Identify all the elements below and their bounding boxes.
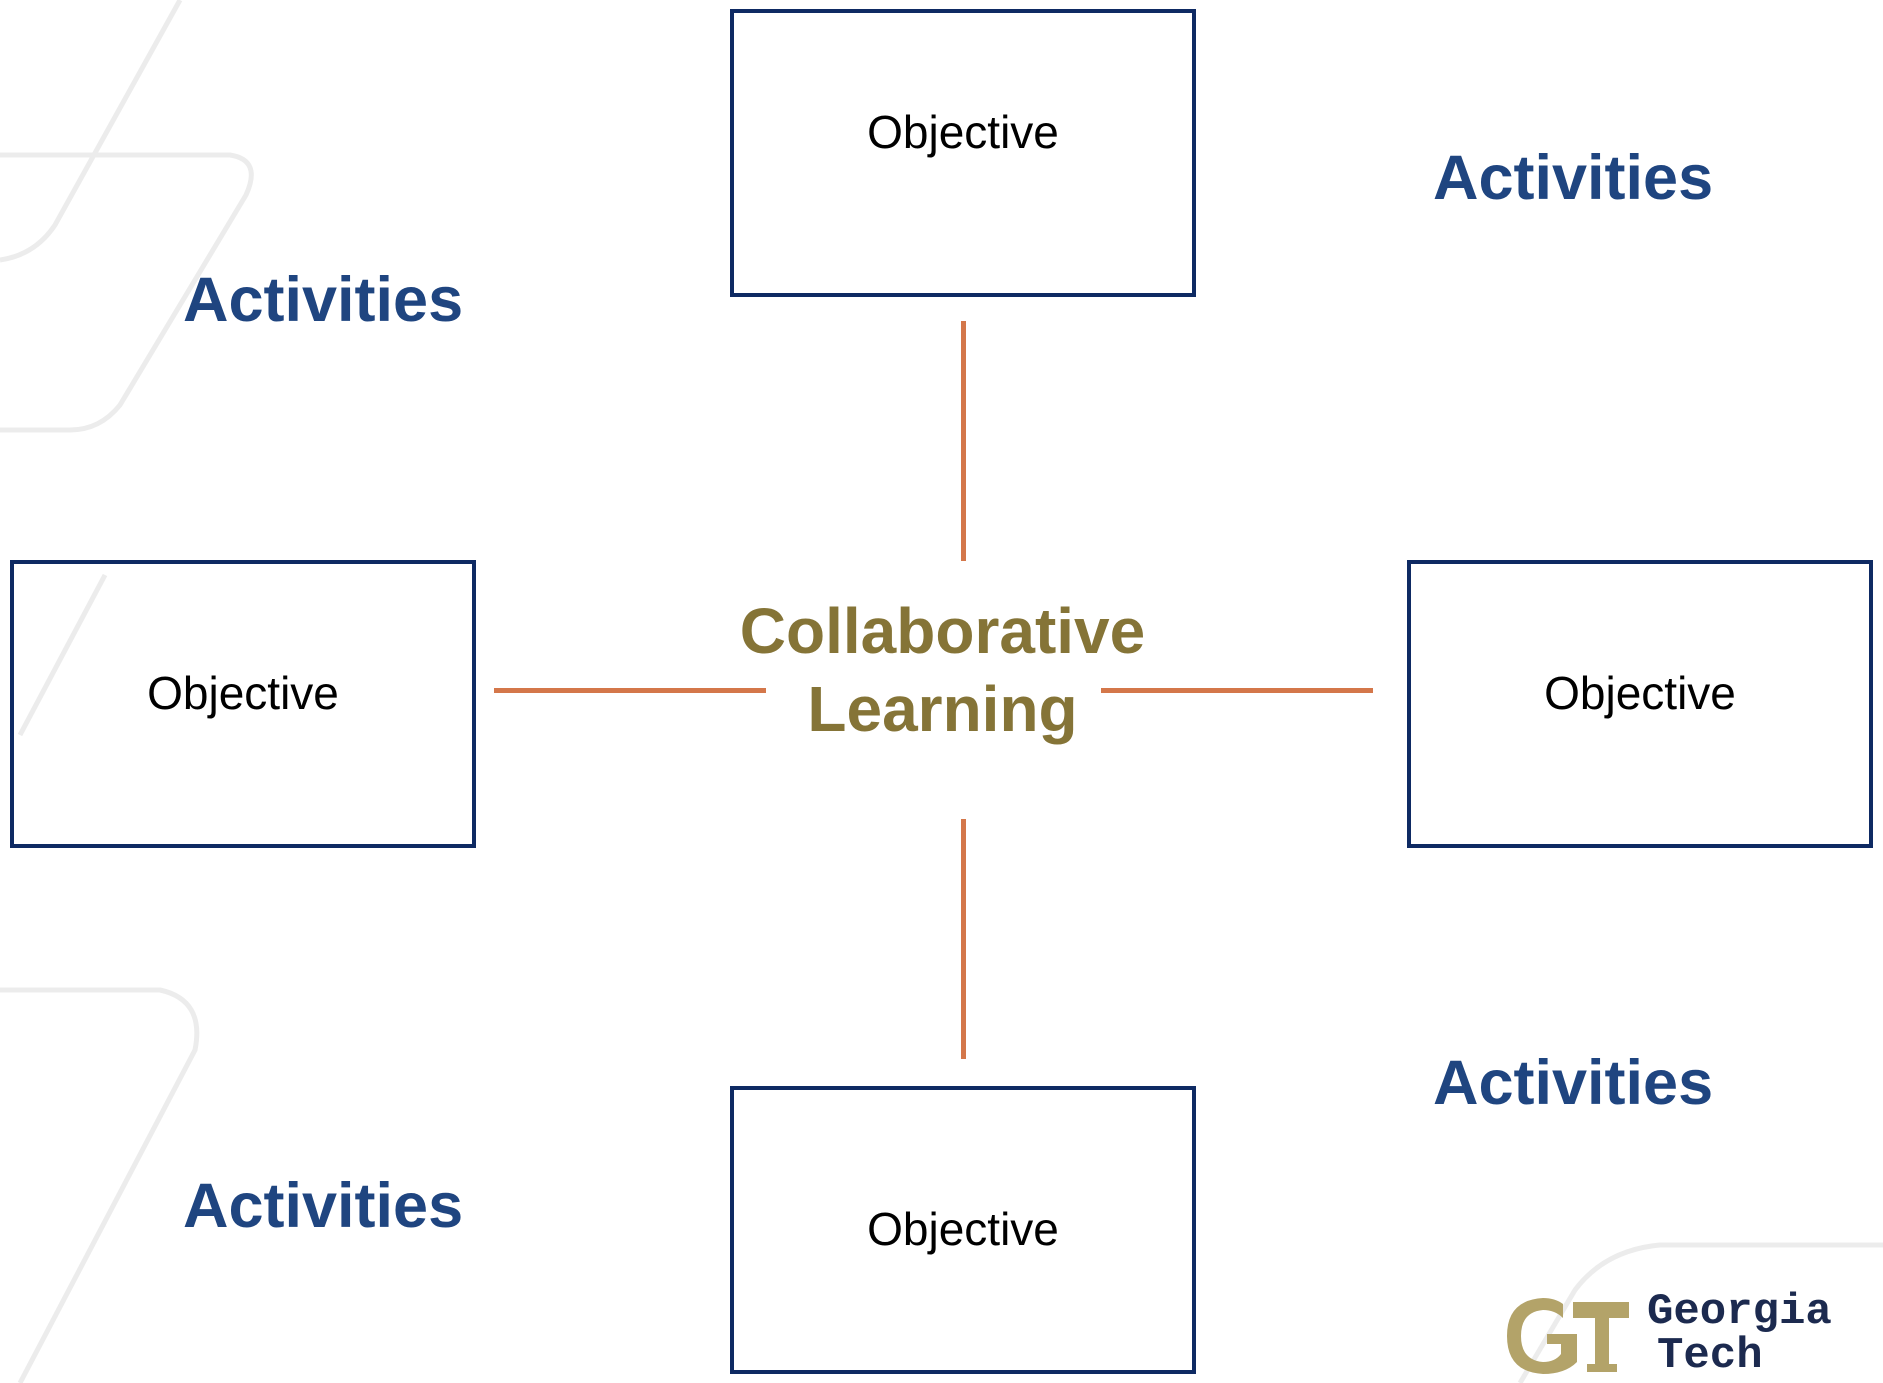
objective-box-left: Objective bbox=[10, 560, 476, 848]
bg-stroke bbox=[0, 987, 200, 1383]
objective-label-bottom: Objective bbox=[867, 1203, 1059, 1255]
bg-stroke bbox=[17, 573, 108, 737]
activities-bottom-right: Activities bbox=[1433, 1048, 1714, 1118]
gt-logo-mark-icon bbox=[1507, 1298, 1629, 1374]
objective-label-right: Objective bbox=[1544, 667, 1736, 719]
objective-box-top: Objective bbox=[730, 9, 1196, 297]
georgia-tech-wordmark: Georgia Tech bbox=[1647, 1290, 1832, 1378]
activities-bottom-left: Activities bbox=[183, 1171, 464, 1241]
bg-stroke bbox=[0, 152, 254, 433]
logo-line-tech: Tech bbox=[1657, 1331, 1763, 1381]
logo-line-georgia: Georgia bbox=[1647, 1287, 1832, 1337]
objective-label-left: Objective bbox=[147, 667, 339, 719]
georgia-tech-logo: Georgia Tech bbox=[1505, 1290, 1835, 1380]
bg-stroke bbox=[1517, 1242, 1883, 1383]
connector-top bbox=[961, 321, 966, 561]
objective-label-top: Objective bbox=[867, 106, 1059, 158]
activities-top-right: Activities bbox=[1433, 143, 1714, 213]
center-title-line1: Collaborative bbox=[739, 595, 1146, 667]
objective-box-bottom: Objective bbox=[730, 1086, 1196, 1374]
center-title: Collaborative Learning bbox=[700, 592, 1185, 748]
center-title-line2: Learning bbox=[807, 673, 1078, 745]
activities-top-left: Activities bbox=[183, 265, 464, 335]
connector-left bbox=[494, 688, 766, 693]
objective-box-right: Objective bbox=[1407, 560, 1873, 848]
bg-stroke bbox=[0, 0, 183, 263]
connector-right bbox=[1101, 688, 1373, 693]
connector-bottom bbox=[961, 819, 966, 1059]
